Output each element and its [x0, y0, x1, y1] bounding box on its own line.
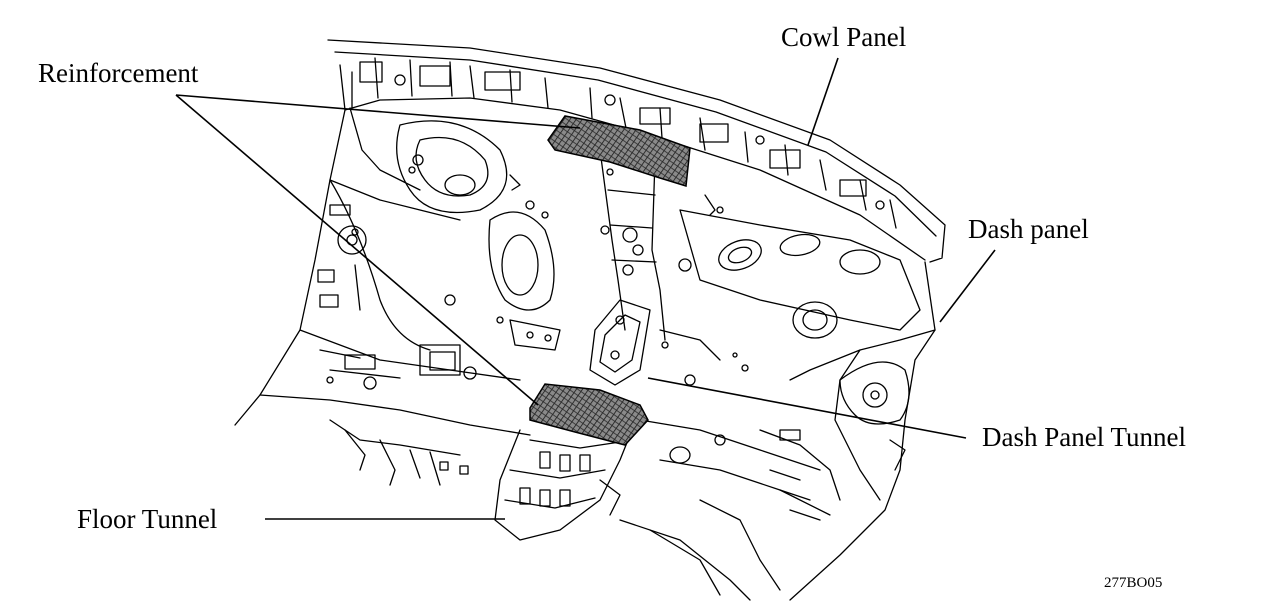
- leader-reinforcement-lower: [175, 94, 539, 406]
- label-dash-panel: Dash panel: [968, 214, 1089, 244]
- reinforcement-lower: [529, 383, 649, 446]
- cowl-top-edge: [327, 39, 946, 263]
- dash-outline: [234, 109, 346, 426]
- leader-reinforcement-upper: [175, 94, 581, 129]
- leader-dash-panel: [939, 249, 996, 323]
- label-floor-tunnel: Floor Tunnel: [77, 504, 218, 534]
- leader-dash-panel-tunnel: [647, 377, 967, 439]
- figure-code: 277BO05: [1104, 575, 1163, 591]
- label-cowl-panel: Cowl Panel: [781, 22, 907, 52]
- leader-cowl-panel: [807, 57, 839, 146]
- label-dash-panel-tunnel: Dash Panel Tunnel: [982, 422, 1187, 452]
- label-reinforcement: Reinforcement: [38, 58, 199, 88]
- reinforcement-upper: [547, 115, 691, 187]
